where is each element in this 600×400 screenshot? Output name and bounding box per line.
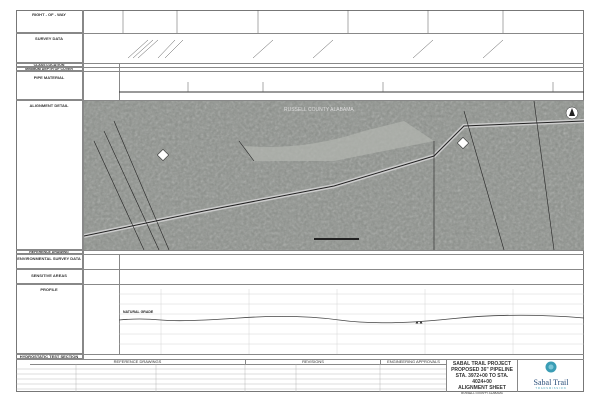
row-label-right-of-way: RIGHT - OF - WAY	[16, 10, 83, 33]
scale-bar	[314, 238, 359, 240]
row-label-sensitive-areas: SENSITIVE AREAS	[16, 269, 83, 284]
logo-emblem-icon	[545, 361, 557, 373]
natural-grade-line	[119, 314, 584, 324]
title-block: SABAL TRAIL PROJECT PROPOSED 36" PIPELIN…	[446, 359, 517, 395]
station-annotations	[119, 10, 584, 93]
natural-grade-label: NATURAL GRADE	[123, 310, 154, 314]
profile-chart: NATURAL GRADE	[119, 289, 584, 354]
row-label-hydrostatic: HYDROSTATIC TEST SECTION	[16, 354, 83, 359]
table-grid	[16, 364, 446, 392]
row-label-reference-drawing: REFERENCE DRAWING	[16, 250, 83, 254]
logo-subtext: TRANSMISSION	[535, 387, 567, 390]
row-label-alignment-detail: ALIGNMENT DETAIL	[16, 100, 83, 250]
aerial-map: RUSSELL COUNTY ALABAMA	[84, 101, 584, 250]
title-project: SABAL TRAIL PROJECT	[452, 361, 512, 367]
title-pipeline: PROPOSED 36" PIPELINE	[451, 367, 513, 373]
reference-drawings-header: REFERENCE DRAWINGS	[30, 359, 245, 365]
row-label-profile: PROFILE	[16, 284, 83, 354]
row-label-min-depth: MINIMUM DEPTH OF COVER	[16, 67, 83, 71]
map-county-label: RUSSELL COUNTY ALABAMA	[284, 107, 354, 113]
title-sheet-type: ALIGNMENT SHEET	[458, 385, 506, 391]
company-logo: Sabal Trail TRANSMISSION	[517, 359, 584, 392]
engineering-approvals-header: ENGINEERING APPROVALS	[380, 359, 446, 365]
row-label-class-location: CLASS LOCATION	[16, 63, 83, 67]
title-stations: STA. 3972+00 TO STA. 4024+00	[455, 373, 509, 385]
row-label-environmental-survey: ENVIRONMENTAL SURVEY DATA	[16, 254, 83, 269]
row-label-pipe-material: PIPE MATERIAL	[16, 71, 83, 100]
logo-text: Sabal Trail	[533, 378, 569, 387]
pipeline-route	[84, 119, 584, 238]
row-label-survey-data: SURVEY DATA	[16, 33, 83, 63]
title-county: RUSSELL COUNTY ALABAMA	[461, 391, 503, 395]
north-arrow-icon	[565, 106, 579, 120]
revisions-header: REVISIONS	[245, 359, 380, 365]
